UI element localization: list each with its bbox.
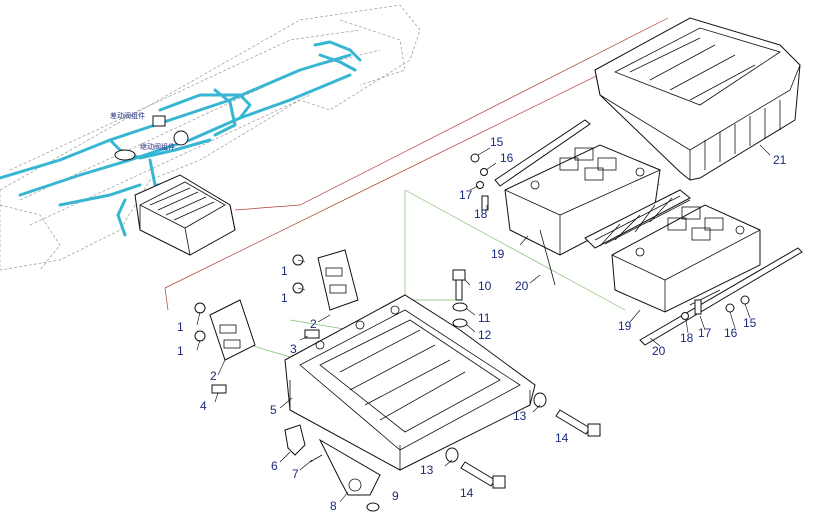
callout-3: 3 [290,342,297,356]
pin-7-part [309,454,323,463]
bolt-14a-part [555,409,601,437]
callout-13a: 13 [513,409,527,423]
callout-20a: 20 [515,279,529,293]
clamp-bar-part [494,119,803,346]
callout-19a: 19 [491,247,505,261]
bracket-right-part [317,249,359,311]
callout-18b: 18 [680,331,694,345]
callout-9: 9 [392,489,399,503]
callout-16b: 16 [724,326,738,340]
washer-1d-part [194,330,206,342]
hardware-upper [470,153,489,211]
callout-5: 5 [270,403,277,417]
nut-9-part [366,502,380,512]
separator-mat-part [584,189,691,249]
bolt-4-part [211,384,227,394]
latch-6-part [284,424,306,456]
leader-lines [196,144,771,503]
callout-1c: 1 [177,320,184,334]
air-harness [0,40,362,237]
differential-valve-icon [152,115,189,146]
callout-1a: 1 [281,264,288,278]
callout-17b: 17 [698,326,712,340]
relay-valve-icon [114,149,136,161]
bolt-14b-part [460,461,506,489]
callout-14a: 14 [555,431,569,445]
washer-13a-part [533,392,547,408]
callout-11: 11 [478,311,491,325]
battery-lower-part [611,204,761,313]
bolt-3-part [304,329,320,339]
callout-15a: 15 [490,135,504,149]
bracket-left-part [209,299,256,361]
battery-upper-part [504,144,661,256]
washer-12-part [452,318,468,328]
callout-6: 6 [271,459,278,473]
callout-13b: 13 [420,463,434,477]
nut-11-part [452,302,468,312]
callout-10: 10 [478,279,492,293]
callout-7: 7 [292,467,299,481]
callout-19b: 19 [618,319,632,333]
callout-20b: 20 [652,344,666,358]
callout-18a: 18 [474,207,488,221]
callout-17a: 17 [459,188,473,202]
callout-1b: 1 [281,291,288,305]
callout-2a: 2 [210,369,217,383]
callout-14b: 14 [460,486,474,500]
callout-15b: 15 [743,316,757,330]
battery-cover-part [594,17,801,181]
callout-8: 8 [330,499,337,513]
callout-16a: 16 [500,151,514,165]
stay-8-part [318,438,381,496]
inset-battery-box-icon [134,174,236,256]
callout-2b: 2 [310,317,317,331]
relay-valve-label: 继动阀组件 [140,142,175,151]
bolt-10-part [452,269,466,301]
callout-4: 4 [200,399,207,413]
washer-13b-part [445,447,459,463]
callout-12: 12 [478,328,492,342]
callout-1d: 1 [177,344,184,358]
battery-tray-part [284,294,536,471]
chassis-inset: 差动阀组件 继动阀组件 [0,4,421,271]
callout-labels: 1 1 1 1 2 2 3 4 5 6 7 8 9 10 11 12 13 14… [177,135,787,513]
callout-21: 21 [773,153,787,167]
washer-1c-part [194,302,206,314]
differential-valve-label: 差动阀组件 [110,111,145,120]
